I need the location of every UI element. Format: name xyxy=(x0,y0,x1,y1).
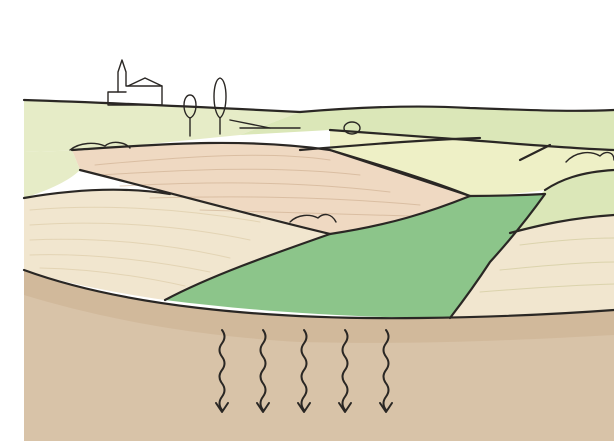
church-building xyxy=(108,60,162,105)
